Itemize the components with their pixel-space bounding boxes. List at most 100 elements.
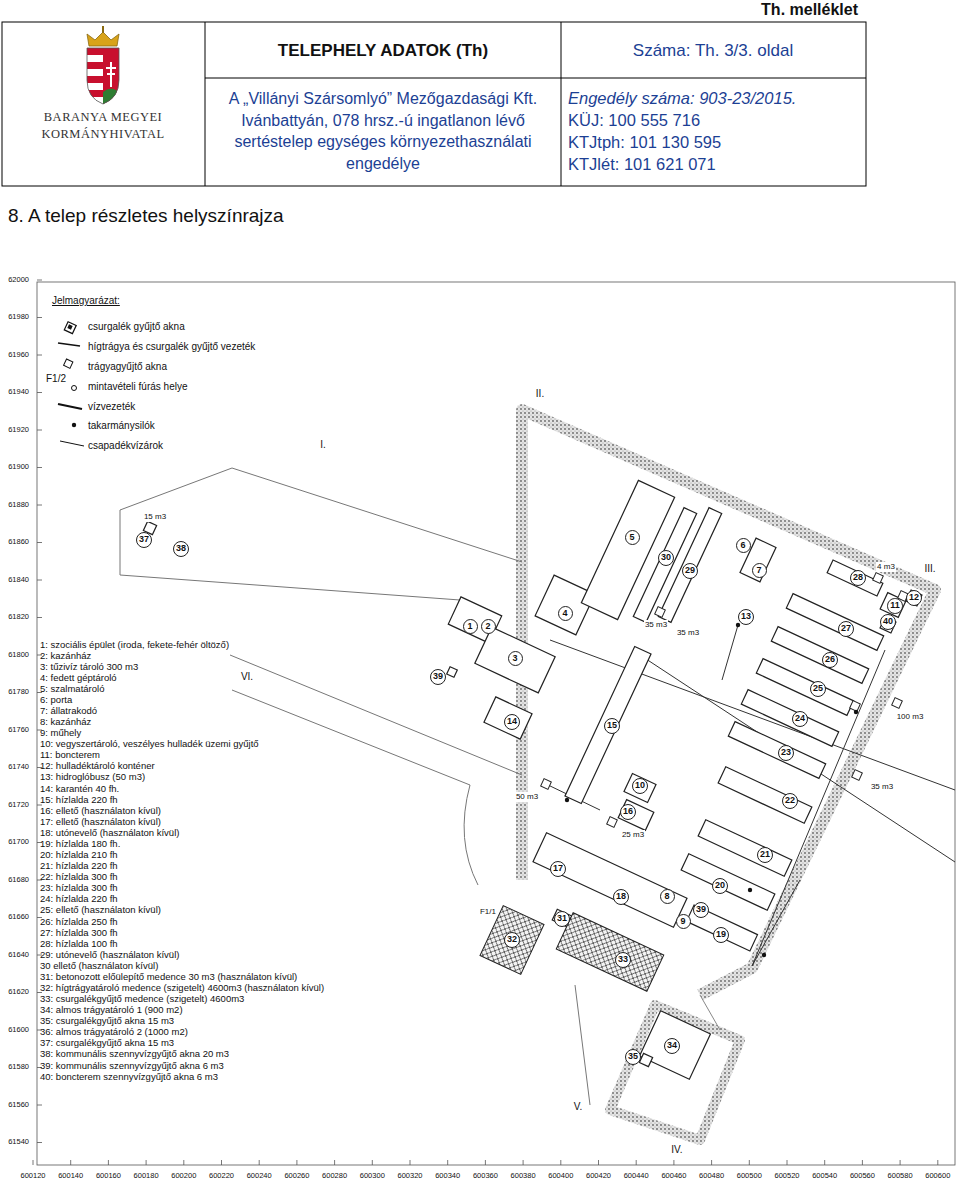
shield-stripe [87, 90, 103, 97]
site-fence [610, 1005, 740, 1140]
building [658, 508, 721, 623]
key-list-item: 13: hidroglóbusz (50 m3) [40, 772, 145, 783]
callout-circle: 26 [822, 652, 838, 668]
legend-sample [58, 343, 80, 346]
header-frame [2, 22, 866, 186]
shield-outline [87, 48, 119, 104]
callout-circle: 24 [792, 711, 808, 727]
callout-circle: 33 [615, 952, 631, 968]
callout-circle: 18 [613, 889, 629, 905]
key-list-item: 1: szociális épület (iroda, fekete-fehér… [40, 640, 229, 651]
building [906, 590, 922, 606]
volume-label: 15 m3 [143, 512, 167, 521]
key-list-item: 11: boncterem [40, 750, 100, 761]
axis-tick [937, 1160, 938, 1165]
key-list-item: 16: ellető (használaton kívül) [40, 806, 161, 817]
key-list-item: 34: almos trágyatároló 1 (900 m2) [40, 1005, 183, 1016]
axis-tick [485, 1160, 486, 1165]
shield-stripe [87, 48, 103, 55]
axis-tick [372, 1160, 373, 1165]
key-list-item: 7: állatrakodó [40, 706, 97, 717]
callout-number: 23 [781, 748, 791, 757]
axis-tick [560, 1160, 561, 1165]
callout-number: 34 [667, 1041, 677, 1050]
legend-heading: Jelmagyarázat: [52, 295, 120, 307]
shield [87, 48, 119, 106]
callout-number: 38 [176, 544, 186, 553]
callout-number: 10 [635, 781, 645, 790]
silo-dot [748, 888, 752, 892]
axis-tick [221, 1160, 222, 1165]
axis-tick [636, 1160, 637, 1165]
header-text: KTJlét: 101 621 071 [568, 155, 716, 174]
callout-number: 29 [685, 566, 695, 575]
legend-text: mintavételi fúrás helye [88, 381, 188, 393]
axis-coordinate: 600160 [96, 1172, 121, 1181]
key-list-item: 12: hulladéktároló konténer [40, 761, 155, 772]
key-list-item: 2: kazánház [40, 651, 91, 662]
building [639, 1053, 652, 1066]
axis-tick [146, 1160, 147, 1165]
axis-tick [37, 355, 42, 356]
callout-number: 24 [795, 714, 805, 723]
axis-tick [37, 317, 42, 318]
region-numeral: I. [319, 439, 327, 451]
volume-label: 50 m3 [515, 792, 539, 801]
volume-label: 4 m3 [876, 562, 896, 571]
shield-cross [107, 73, 115, 75]
callout-number: 15 [607, 721, 617, 730]
callout-number: 4 [562, 609, 567, 618]
callout-number: 13 [741, 612, 751, 621]
callout-circle: 13 [738, 609, 754, 625]
callout-number: 8 [664, 892, 669, 901]
axis-coordinate: 61680 [8, 876, 29, 885]
axis-coordinate: 600320 [397, 1172, 422, 1181]
crown-cross [102, 26, 104, 33]
road-edge [120, 575, 460, 600]
site-road [700, 995, 720, 1030]
axis-coordinate: 600220 [209, 1172, 234, 1181]
axis-coordinate: 61620 [8, 988, 29, 997]
tank-symbol [873, 573, 884, 584]
axis-coordinate: 600400 [548, 1172, 573, 1181]
callout-number: 21 [760, 850, 770, 859]
legend-sample [64, 322, 76, 334]
building [686, 905, 757, 951]
axis-coordinate: 61640 [8, 951, 29, 960]
header-text: Th. melléklet [761, 1, 858, 19]
key-list-item: 32: hígtrágyatároló medence (szigetelt) … [40, 983, 324, 994]
header-text: BARANYA MEGYEI [44, 110, 162, 124]
callout-number: 16 [623, 807, 633, 816]
callout-circle: 5 [625, 530, 640, 545]
road-edge [232, 690, 470, 785]
axis-tick [523, 1160, 524, 1165]
axis-coordinate: 61980 [8, 313, 29, 322]
key-list-item: 6: porta [40, 695, 72, 706]
axis-tick [900, 1160, 901, 1165]
axis-coordinate: 600340 [435, 1172, 460, 1181]
callout-circle: 29 [682, 563, 698, 579]
axis-coordinate: 61800 [8, 651, 29, 660]
callout-circle: 1 [463, 619, 478, 634]
axis-tick [410, 1160, 411, 1165]
axis-tick [447, 1160, 448, 1165]
header-text: KTJtph: 101 130 595 [568, 133, 721, 152]
legend-sample [72, 423, 76, 427]
key-list-item: 15: hízlalda 220 fh [40, 795, 118, 806]
axis-coordinate: 600200 [171, 1172, 196, 1181]
callout-circle: 32 [504, 932, 520, 948]
callout-circle: 10 [632, 778, 648, 794]
axis-coordinate: 600580 [888, 1172, 913, 1181]
region-numeral: V. [573, 1101, 584, 1113]
axis-coordinate: 600500 [737, 1172, 762, 1181]
callout-number: 39 [433, 672, 443, 681]
region-numeral: IV. [670, 1144, 683, 1156]
axis-tick [598, 1160, 599, 1165]
axis-coordinate: 600300 [360, 1172, 385, 1181]
axis-tick [749, 1160, 750, 1165]
callout-circle: 9 [676, 914, 691, 929]
header-text: A „Villányi Szársomlyó” Mezőgazdasági Kf… [208, 88, 558, 174]
callout-number: 14 [507, 717, 517, 726]
axis-tick [37, 617, 42, 618]
key-list-item: 39: kommunális szennyvízgyűjtő akna 6 m3 [40, 1061, 224, 1072]
